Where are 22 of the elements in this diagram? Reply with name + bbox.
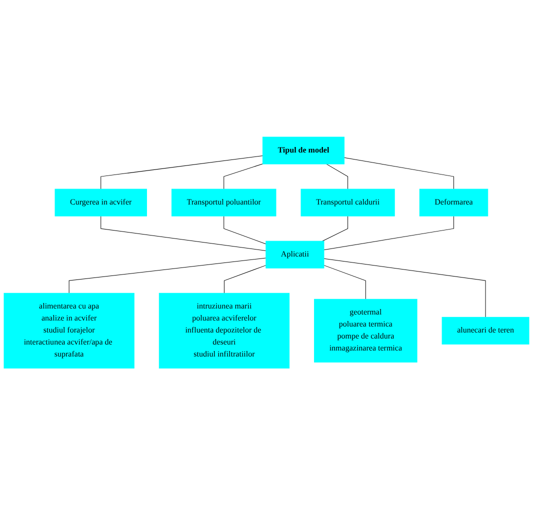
connector bbox=[324, 258, 486, 318]
node-box: geotermal poluarea termica pompe de caldura inmagazinarea termica bbox=[314, 299, 418, 363]
node-box: Transportul caldurii bbox=[300, 189, 395, 217]
node-box: alimentarea cu apa analize in acvifer studiul forajelor interactiunea acvifer/apa de suprafata bbox=[4, 293, 134, 369]
node-box: Aplicatii bbox=[266, 241, 324, 269]
node-box: Transportul poluantilor bbox=[171, 189, 276, 217]
connector bbox=[344, 158, 454, 190]
node-box: Tipul de model bbox=[262, 137, 344, 165]
node-box: alunecari de teren bbox=[442, 317, 530, 345]
connector bbox=[224, 164, 263, 190]
connector bbox=[326, 164, 348, 190]
connector bbox=[224, 216, 266, 245]
connector bbox=[324, 216, 454, 250]
node-box: Deformarea bbox=[419, 189, 488, 217]
node-box: Curgerea in acvifer bbox=[54, 189, 147, 217]
node-box: intruziunea marii poluarea acviferelor influenta depozitelor de deseuri studiul infiltratiilor bbox=[158, 293, 290, 369]
connector bbox=[68, 258, 266, 294]
connector bbox=[324, 265, 366, 300]
connector bbox=[224, 265, 266, 294]
connector bbox=[100, 216, 266, 252]
connector bbox=[100, 156, 263, 190]
connector bbox=[322, 216, 348, 242]
